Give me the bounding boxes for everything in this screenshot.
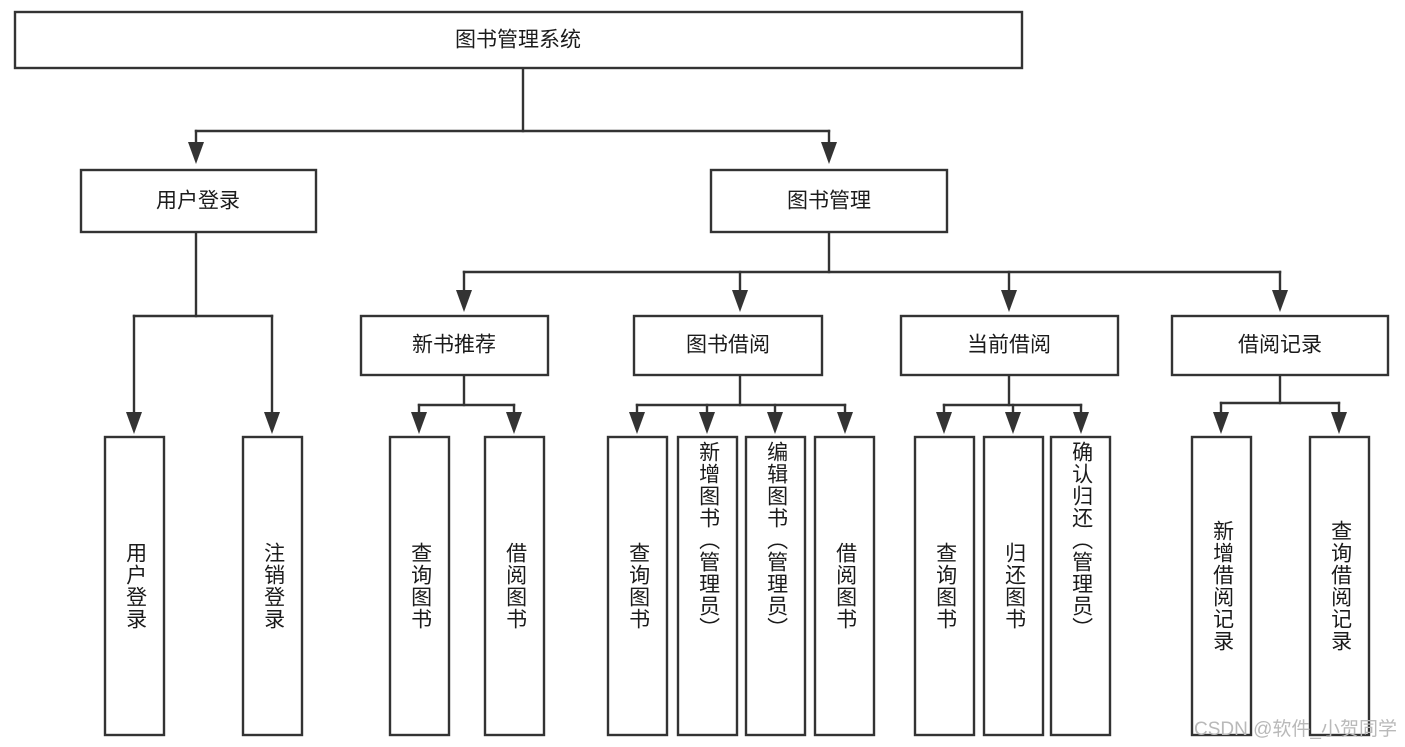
node-label-book-borrow: 图书借阅	[686, 334, 770, 357]
arrow-head-leaf-logout	[264, 412, 280, 434]
node-box-leaf-query-book-2[interactable]	[606, 435, 669, 737]
connectors-current-borrow-to-leaves	[936, 373, 1089, 434]
arrow-head-leaf-edit-book	[767, 412, 783, 434]
node-box-leaf-query-record[interactable]	[1308, 435, 1371, 737]
node-label-new-book-rec: 新书推荐	[412, 334, 496, 357]
connectors-book-manage-to-level3	[456, 230, 1288, 312]
connectors-borrow-record-to-leaves	[1213, 373, 1347, 434]
node-box-leaf-edit-book[interactable]	[744, 435, 807, 737]
node-box-leaf-logout[interactable]	[241, 435, 304, 737]
connectors-root-to-level2	[188, 66, 837, 164]
node-box-book-borrow[interactable]	[632, 314, 824, 377]
node-box-leaf-borrow-book-2[interactable]	[813, 435, 876, 737]
arrow-head-leaf-query-book-1	[411, 412, 427, 434]
arrow-head-book-borrow	[732, 290, 748, 312]
node-box-new-book-rec[interactable]	[359, 314, 550, 377]
arrow-head-user-login	[188, 142, 204, 164]
arrow-head-leaf-return-book	[1005, 412, 1021, 434]
node-box-leaf-add-book[interactable]	[676, 435, 739, 737]
connectors-user-login-to-leaves	[126, 230, 280, 434]
arrow-head-leaf-borrow-book-2	[837, 412, 853, 434]
connectors-new-book-rec-to-leaves	[411, 373, 522, 434]
node-box-book-manage[interactable]	[709, 168, 949, 234]
arrow-head-leaf-add-book	[699, 412, 715, 434]
node-label-book-manage: 图书管理	[787, 190, 871, 213]
csdn-watermark: CSDN @软件_小贺同学	[1194, 719, 1397, 740]
node-box-leaf-return-book[interactable]	[982, 435, 1045, 737]
arrow-head-leaf-borrow-book-1	[506, 412, 522, 434]
connectors-book-borrow-to-leaves	[629, 373, 853, 434]
arrow-head-leaf-confirm-return	[1073, 412, 1089, 434]
arrow-head-book-manage	[821, 142, 837, 164]
node-box-current-borrow[interactable]	[899, 314, 1120, 377]
node-box-user-login[interactable]	[79, 168, 318, 234]
node-box-leaf-query-book-3[interactable]	[913, 435, 976, 737]
node-box-borrow-record[interactable]	[1170, 314, 1390, 377]
node-label-borrow-record: 借阅记录	[1238, 334, 1322, 357]
node-box-leaf-confirm-return[interactable]	[1049, 435, 1112, 737]
arrow-head-borrow-record	[1272, 290, 1288, 312]
node-box-leaf-add-record[interactable]	[1190, 435, 1253, 737]
node-box-leaf-query-book-1[interactable]	[388, 435, 451, 737]
node-label-root: 图书管理系统	[455, 29, 581, 52]
arrow-head-new-book-rec	[456, 290, 472, 312]
arrow-head-leaf-query-book-3	[936, 412, 952, 434]
node-box-leaf-user-login[interactable]	[103, 435, 166, 737]
arrow-head-leaf-user-login	[126, 412, 142, 434]
node-box-root[interactable]	[13, 10, 1024, 70]
node-label-user-login: 用户登录	[156, 190, 240, 213]
node-label-current-borrow: 当前借阅	[967, 334, 1051, 357]
arrow-head-leaf-add-record	[1213, 412, 1229, 434]
arrow-head-leaf-query-book-2	[629, 412, 645, 434]
arrow-head-leaf-query-record	[1331, 412, 1347, 434]
node-box-leaf-borrow-book-1[interactable]	[483, 435, 546, 737]
arrow-head-current-borrow	[1001, 290, 1017, 312]
